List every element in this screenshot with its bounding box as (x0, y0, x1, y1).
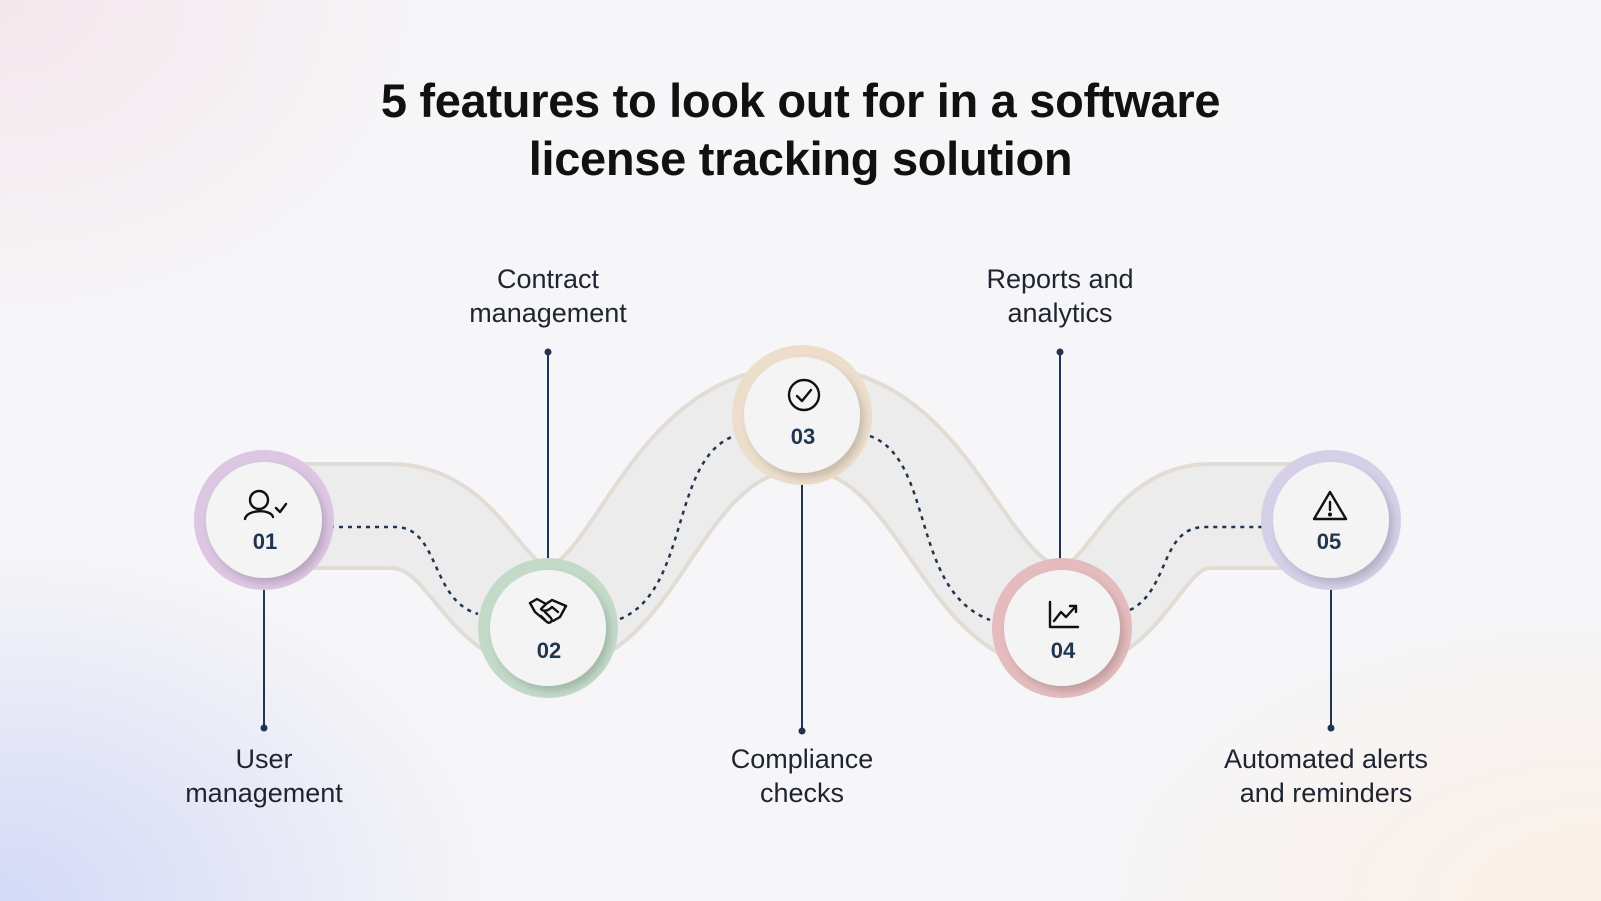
step-label-01: User management (114, 742, 414, 810)
step-node-03: 03 (732, 345, 872, 485)
leader-line-02 (544, 348, 552, 582)
step-label-02-line-2: management (469, 298, 627, 328)
step-label-01-line-2: management (185, 778, 343, 808)
step-node-05: 05 (1261, 450, 1401, 590)
step-number-02: 02 (537, 638, 561, 663)
step-number-04: 04 (1051, 638, 1076, 663)
dotted-connector-3-4 (869, 434, 991, 622)
title-line-1: 5 features to look out for in a software (380, 74, 1221, 127)
step-label-03-line-2: checks (759, 778, 845, 808)
dotted-connector-4-5 (1129, 525, 1262, 612)
step-label-01-line-1: User (235, 744, 293, 774)
user-check-icon (243, 489, 288, 521)
step-node-04: 04 (992, 558, 1132, 698)
dotted-connector-1-2 (330, 525, 479, 616)
step-number-05: 05 (1317, 529, 1341, 554)
step-label-05: Automated alerts and reminders (1176, 742, 1476, 810)
dotted-connector-2-3 (619, 434, 735, 621)
step-label-05-line-2: and reminders (1239, 778, 1413, 808)
step-label-04-line-1: Reports and (986, 264, 1134, 294)
check-circle-icon (787, 378, 821, 412)
step-label-02: Contract management (398, 262, 698, 330)
warning-triangle-icon (1312, 490, 1348, 521)
leader-line-03 (798, 458, 806, 735)
leader-line-01 (260, 566, 268, 732)
step-node-01: 01 (194, 450, 334, 590)
step-number-01: 01 (253, 529, 277, 554)
page-title: 5 features to look out for in a software… (0, 72, 1601, 188)
step-label-03-line-1: Compliance (730, 744, 874, 774)
step-label-05-line-1: Automated alerts (1223, 744, 1429, 774)
line-chart-icon (1048, 600, 1080, 629)
step-label-02-line-1: Contract (496, 264, 600, 294)
title-line-2: license tracking solution (528, 132, 1073, 185)
handshake-icon (528, 597, 568, 624)
step-node-02: 02 (478, 558, 618, 698)
step-label-03: Compliance checks (652, 742, 952, 810)
leader-line-05 (1327, 566, 1335, 732)
step-number-03: 03 (791, 424, 815, 449)
leader-line-04 (1056, 348, 1064, 582)
step-label-04: Reports and analytics (910, 262, 1210, 330)
step-label-04-line-2: analytics (1007, 298, 1113, 328)
